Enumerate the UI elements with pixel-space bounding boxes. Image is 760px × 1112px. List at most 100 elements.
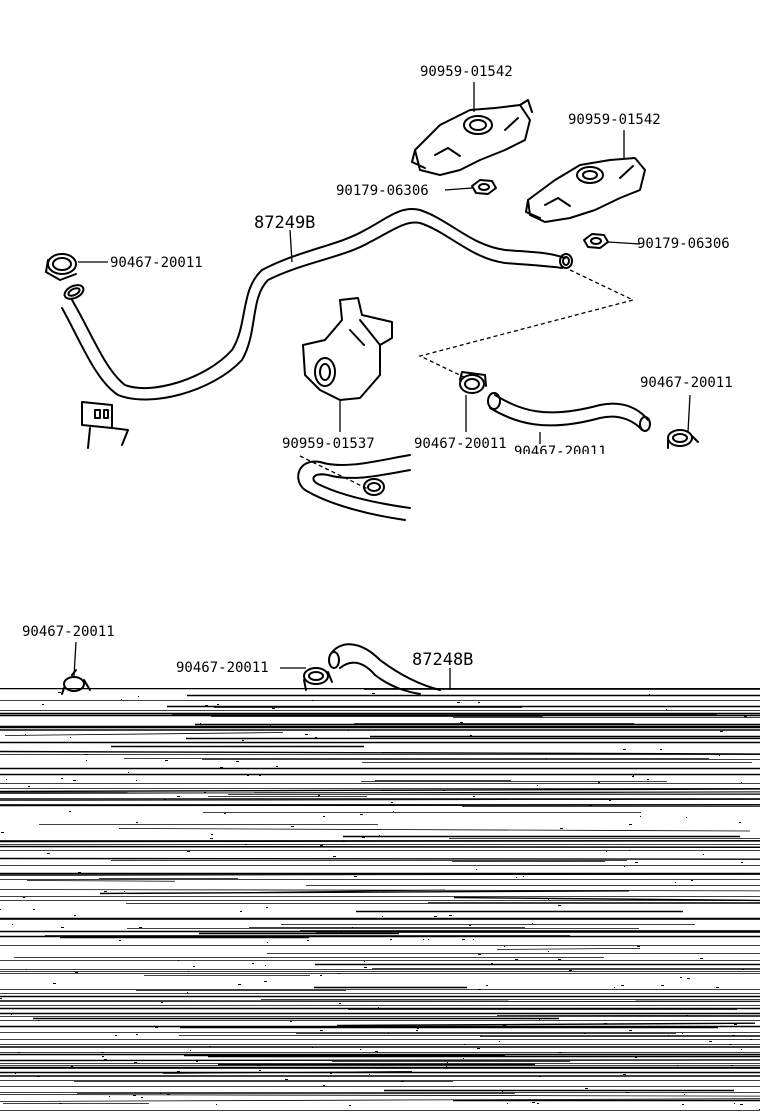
scan-speck [187, 992, 188, 993]
scan-speck [731, 1065, 733, 1066]
leader-lines [73, 82, 691, 690]
scan-speck [292, 1026, 294, 1027]
scan-speck [473, 796, 475, 797]
scan-speck [417, 1028, 419, 1029]
scan-speck [305, 734, 308, 735]
label-nut-right: 90179-06306 [637, 236, 730, 252]
scan-speck [338, 973, 340, 974]
scan-speck [154, 774, 156, 775]
scan-speck [633, 775, 634, 776]
scan-speck [354, 876, 357, 877]
scan-speck [703, 854, 704, 855]
scan-speck [59, 1103, 62, 1104]
scan-speck [169, 1008, 172, 1009]
scan-speck [537, 1103, 539, 1104]
scan-speck [320, 845, 323, 846]
scan-speck [360, 814, 363, 815]
routing-dashed-lines [299, 269, 635, 491]
scan-speck [443, 790, 445, 791]
scan-speck [621, 985, 624, 986]
scan-speck [546, 758, 547, 759]
bracket-90959-01537 [302, 297, 393, 401]
scan-speck [478, 989, 481, 990]
bracket-90959-01542-top [411, 99, 533, 176]
clamp-90467-20011-mid-right [667, 429, 699, 449]
scan-line [0, 1059, 760, 1062]
scan-line [4, 732, 284, 736]
scan-speck [507, 1103, 508, 1104]
scan-speck [340, 932, 342, 933]
scan-speck [700, 958, 703, 959]
scan-speck [449, 915, 452, 916]
scan-speck [486, 985, 488, 986]
scan-speck [71, 1066, 73, 1067]
scan-line [0, 791, 760, 794]
scan-speck [401, 1081, 404, 1082]
scan-speck [165, 760, 168, 761]
scan-speck [686, 1015, 688, 1016]
scan-speck [481, 1035, 482, 1036]
scan-speck [507, 695, 508, 696]
scan-speck [548, 951, 549, 952]
scan-speck [86, 760, 87, 761]
scan-speck [585, 1088, 588, 1089]
scan-speck [416, 1030, 418, 1031]
scan-speck [741, 1049, 742, 1050]
scan-speck [47, 853, 50, 854]
scan-speck [247, 775, 249, 776]
scan-speck [12, 924, 13, 925]
scan-speck [560, 828, 563, 829]
scan-speck [0, 909, 1, 910]
scan-speck [70, 737, 71, 738]
scan-speck [539, 1019, 540, 1020]
scan-speck [236, 761, 239, 762]
scan-speck [53, 983, 56, 984]
scan-speck [744, 716, 747, 717]
scan-speck [558, 905, 561, 906]
scan-speck [342, 841, 345, 842]
scan-speck [257, 1065, 260, 1066]
scan-speck [37, 1076, 40, 1077]
scan-speck [434, 916, 437, 917]
scan-speck [323, 816, 325, 817]
scan-speck [104, 891, 107, 892]
scan-speck [372, 693, 375, 694]
scan-speck [447, 1062, 448, 1063]
scan-speck [629, 1030, 632, 1031]
scan-speck [632, 776, 634, 777]
scan-speck [252, 963, 254, 964]
scan-speck [204, 792, 206, 793]
scan-speck [539, 1076, 541, 1077]
scan-speck [462, 939, 465, 940]
scan-speck [637, 946, 640, 947]
scan-speck [469, 925, 471, 926]
scan-speck [750, 1039, 752, 1040]
scan-speck [216, 1104, 217, 1105]
scan-speck [715, 754, 718, 755]
scan-speck [42, 704, 44, 705]
scan-speck [537, 785, 538, 786]
scan-speck [348, 730, 349, 731]
scan-speck [388, 1033, 389, 1034]
scan-speck [604, 1023, 607, 1024]
scan-speck [629, 824, 632, 825]
scan-speck [190, 1050, 191, 1051]
scan-speck [391, 802, 393, 803]
scan-speck [584, 1033, 586, 1034]
scan-speck [532, 923, 533, 924]
scan-speck [478, 702, 480, 703]
scan-speck [369, 1074, 370, 1075]
scan-line [0, 798, 760, 801]
scan-speck [559, 1052, 562, 1053]
scan-speck [238, 984, 241, 985]
scan-speck [470, 735, 472, 736]
hose-lower-loop [297, 454, 411, 521]
scan-speck [626, 1092, 629, 1093]
scan-speck [109, 1096, 110, 1097]
label-bracket-mid: 90959-01537 [282, 436, 375, 452]
scan-speck [364, 961, 365, 962]
scan-speck [423, 939, 424, 940]
scan-speck [504, 946, 505, 947]
scan-speck [69, 811, 71, 812]
